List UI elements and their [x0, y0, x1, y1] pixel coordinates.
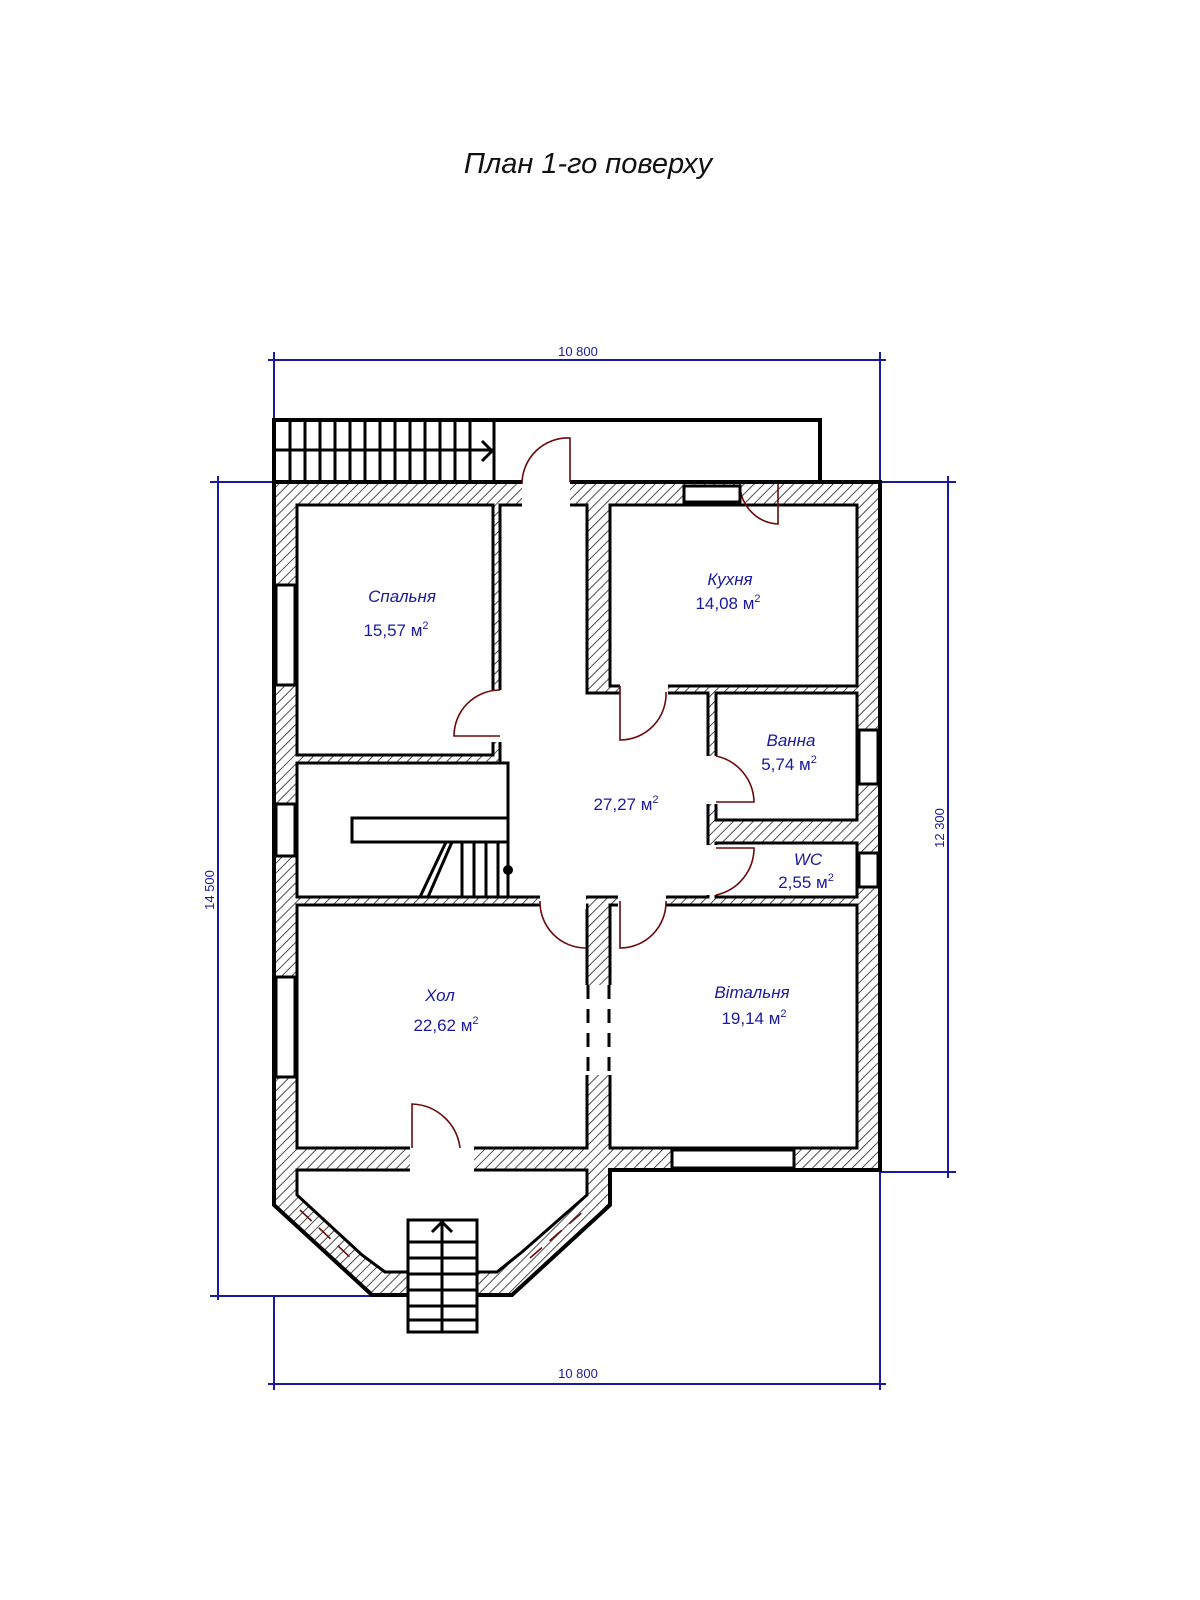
window — [857, 851, 880, 889]
internal-staircase — [350, 816, 513, 898]
window — [274, 802, 297, 858]
room-wc — [714, 841, 859, 899]
door-swings — [411, 437, 779, 1149]
rear-terrace — [272, 418, 822, 484]
room-area-hall: 22,62 м2 — [413, 1015, 478, 1035]
dimension-right — [880, 476, 956, 1178]
room-area-corridor: 27,27 м2 — [593, 794, 658, 814]
room-area-living: 19,14 м2 — [721, 1008, 786, 1028]
window — [274, 975, 297, 1079]
room-bath — [714, 691, 859, 822]
room-area-bedroom: 15,57 м2 — [363, 620, 428, 640]
plan-title: План 1-го поверху — [463, 148, 713, 180]
room-area-bath: 5,74 м2 — [761, 754, 817, 774]
window — [274, 583, 297, 687]
room-label-wc: WC — [794, 850, 823, 869]
room-corridor — [498, 503, 710, 899]
dimension-left — [210, 476, 372, 1300]
room-living — [608, 903, 859, 1150]
room-label-living: Вітальня — [714, 983, 789, 1002]
up-arrow-icon — [430, 1219, 454, 1234]
room-label-kitchen: Кухня — [707, 570, 752, 589]
dimension-right-label: 12 300 — [932, 808, 947, 848]
room-hall — [295, 903, 589, 1150]
dimension-bottom-label: 10 800 — [558, 1366, 598, 1381]
room-label-bedroom: Спальня — [368, 587, 436, 606]
room-label-hall: Хол — [424, 986, 455, 1005]
window — [682, 484, 742, 504]
room-area-wc: 2,55 м2 — [778, 872, 834, 892]
entrance-staircase — [406, 1218, 479, 1334]
room-area-kitchen: 14,08 м2 — [695, 593, 760, 613]
room-label-bath: Ванна — [767, 731, 816, 750]
window — [857, 728, 880, 786]
room-kitchen — [608, 503, 859, 688]
dimension-bottom — [268, 1172, 886, 1390]
window — [670, 1148, 796, 1170]
dimension-left-label: 14 500 — [202, 870, 217, 910]
stair-arrow-icon — [480, 439, 495, 463]
dimension-top-label: 10 800 — [558, 344, 598, 359]
